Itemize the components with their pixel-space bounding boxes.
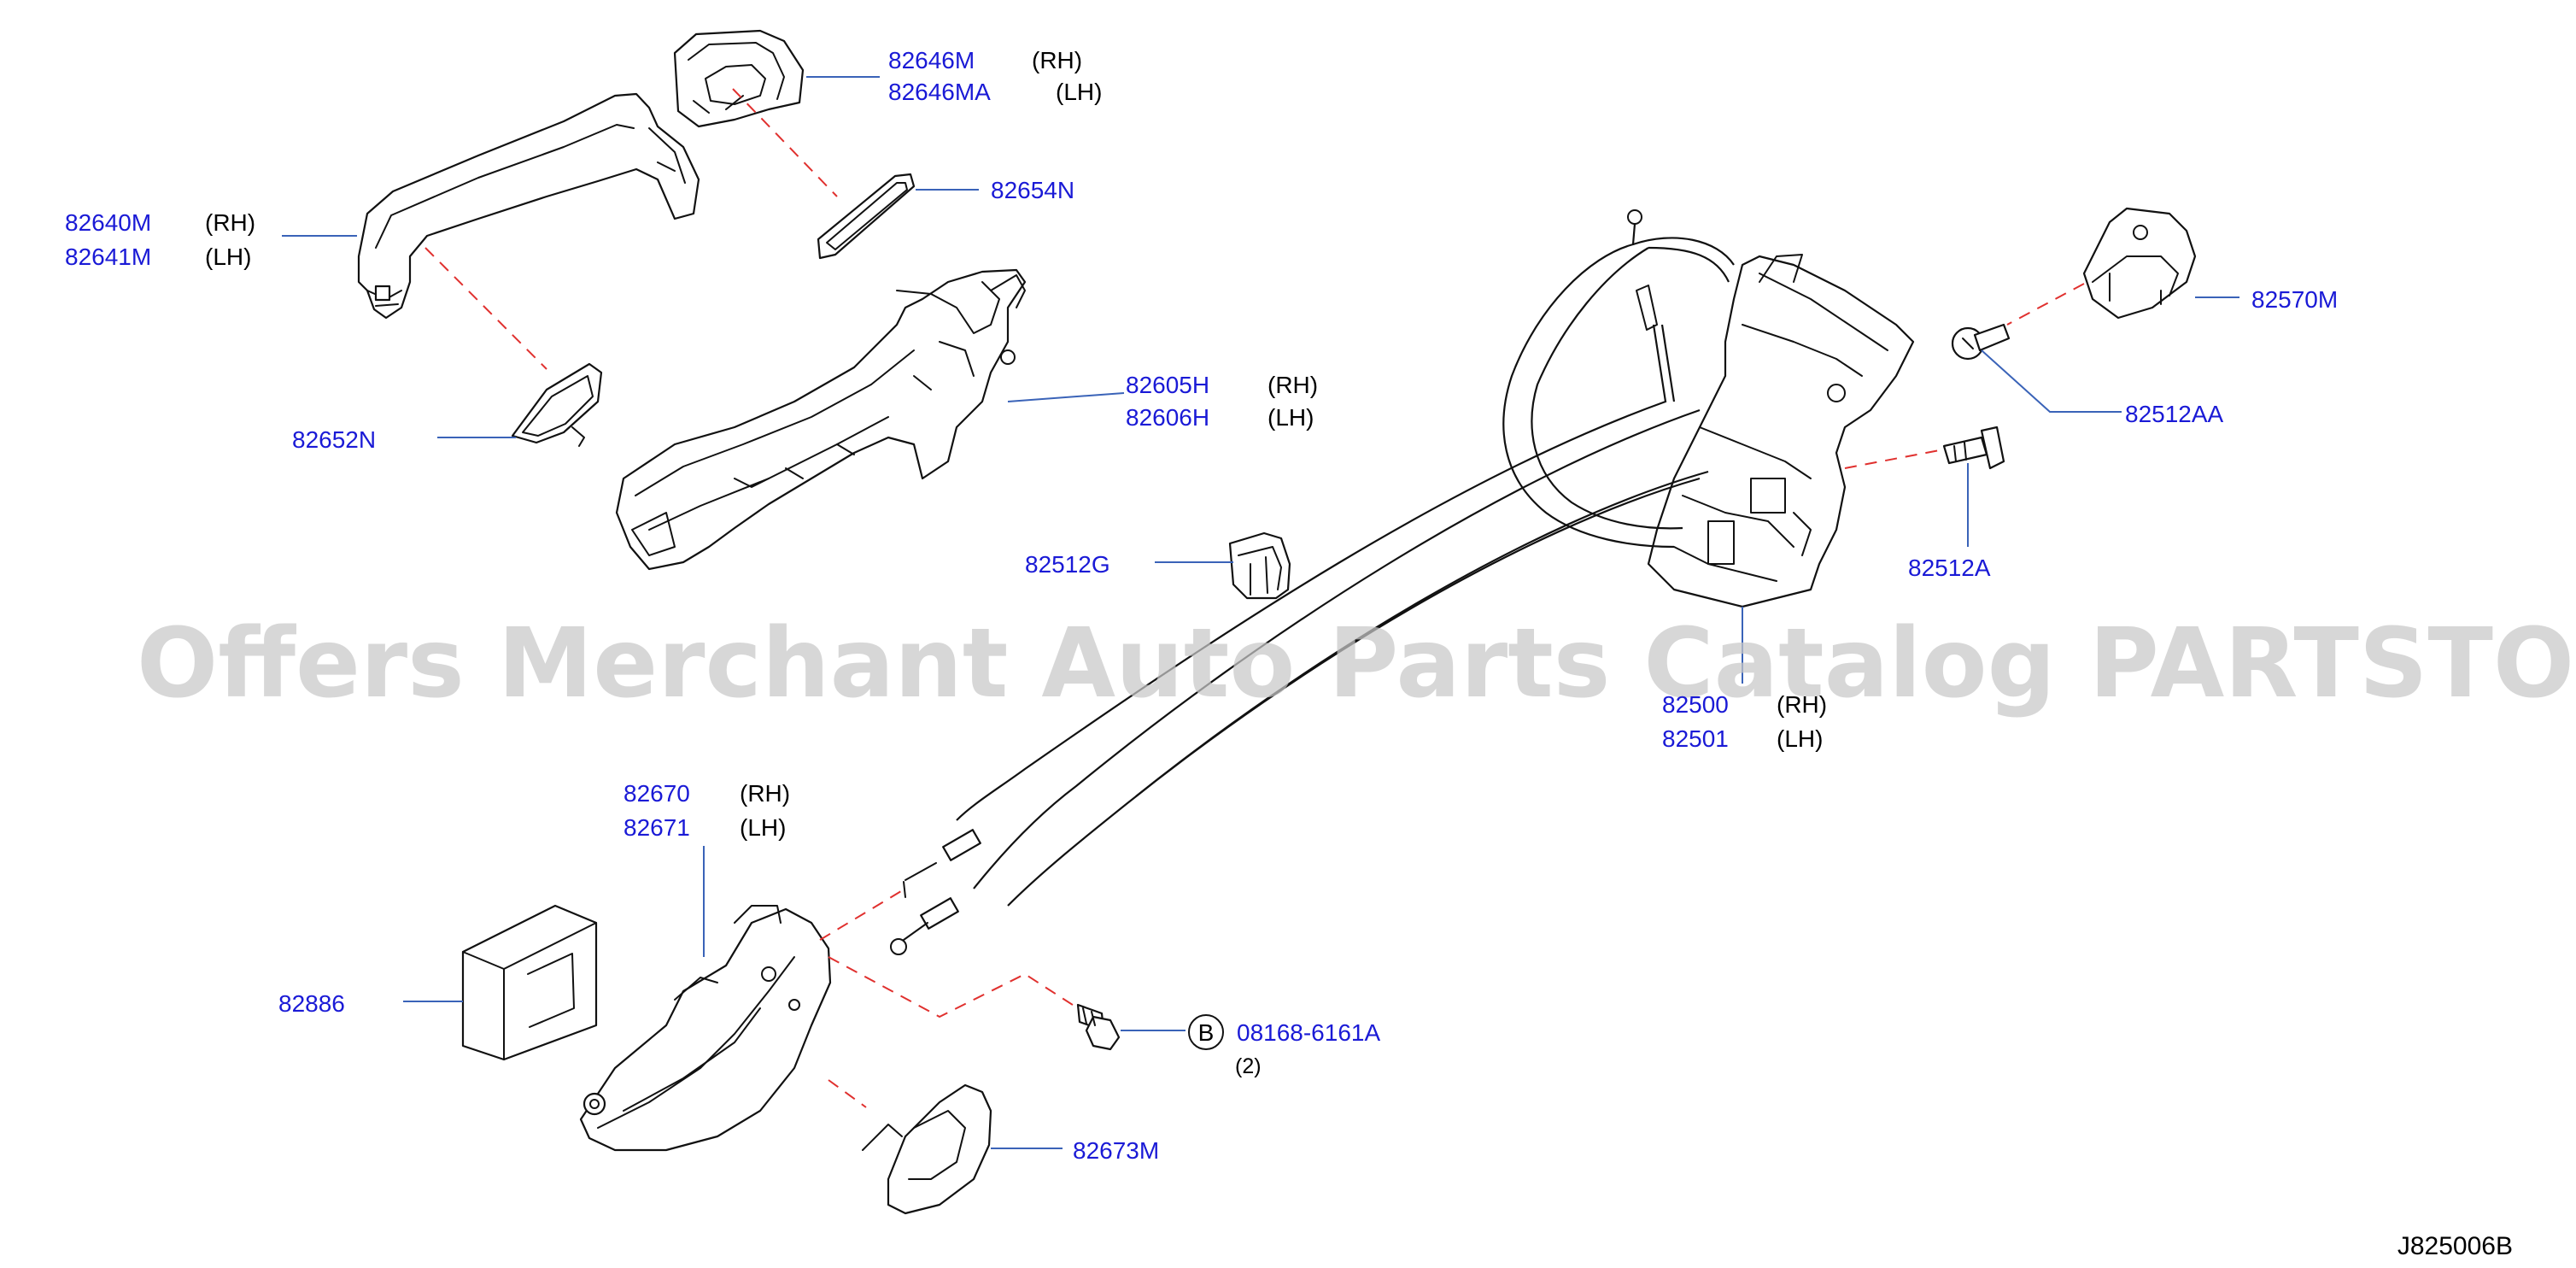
part-number-82671[interactable]: 82671	[624, 814, 690, 841]
part-number-82500[interactable]: 82500	[1662, 691, 1729, 718]
callout-labels: 82646M (RH) 82646MA (LH) 82654N 82640M (…	[65, 47, 2513, 1260]
side-82671: (LH)	[740, 814, 786, 841]
part-number-08168-6161a[interactable]: 08168-6161A	[1237, 1019, 1380, 1046]
gasket-82654n-drawing	[817, 173, 916, 260]
screw-82512a-drawing	[1942, 426, 2005, 470]
part-number-82606h[interactable]: 82606H	[1126, 404, 1209, 431]
diagram-code: J825006B	[2397, 1232, 2513, 1260]
part-number-82646ma[interactable]: 82646MA	[888, 79, 991, 105]
part-number-82501[interactable]: 82501	[1662, 725, 1729, 752]
part-number-82654n[interactable]: 82654N	[991, 177, 1074, 203]
side-82605h: (RH)	[1268, 372, 1318, 398]
side-82646m: (RH)	[1032, 47, 1082, 73]
bolt-quantity: (2)	[1235, 1054, 1262, 1078]
part-number-82646m[interactable]: 82646M	[888, 47, 975, 73]
gasket-82652n-drawing	[511, 362, 603, 447]
bolt-08168-drawing	[1076, 1003, 1121, 1051]
part-number-82641m[interactable]: 82641M	[65, 244, 151, 270]
clip-82512g-drawing	[1228, 531, 1291, 600]
part-number-82570m[interactable]: 82570M	[2251, 286, 2338, 313]
handle-bracket-drawing	[615, 268, 1027, 571]
leader-lines	[282, 76, 2239, 1149]
part-number-82605h[interactable]: 82605H	[1126, 372, 1209, 398]
part-number-82652n[interactable]: 82652N	[292, 426, 376, 453]
dashed-alignment-lines	[424, 88, 2085, 1108]
door-striker-drawing	[2082, 207, 2197, 320]
lock-rod-cables-drawing	[890, 324, 1709, 955]
spacer-block-drawing	[461, 904, 598, 1061]
part-number-82640m[interactable]: 82640M	[65, 209, 151, 236]
lock-loop-cable-drawing	[1502, 209, 1735, 549]
side-82641m: (LH)	[205, 244, 251, 270]
handle-escutcheon-drawing	[673, 29, 805, 128]
side-82501: (LH)	[1777, 725, 1823, 752]
screw-82512aa-drawing	[1951, 323, 2011, 361]
part-number-82512a[interactable]: 82512A	[1908, 555, 1991, 581]
part-number-82673m[interactable]: 82673M	[1073, 1137, 1159, 1164]
outside-handle-drawing	[357, 92, 700, 320]
part-number-82886[interactable]: 82886	[278, 990, 345, 1017]
handle-cover-drawing	[862, 1083, 992, 1215]
part-number-82670[interactable]: 82670	[624, 780, 690, 807]
bolt-marker-letter: B	[1198, 1019, 1215, 1046]
watermark-text: Offers Merchant Auto Parts Catalog PARTS…	[137, 608, 2576, 719]
inside-handle-drawing	[579, 905, 832, 1152]
side-82640m: (RH)	[205, 209, 255, 236]
part-number-82512g[interactable]: 82512G	[1025, 551, 1110, 578]
bolt-marker-circle	[1188, 1014, 1224, 1050]
side-82500: (RH)	[1777, 691, 1827, 718]
side-82606h: (LH)	[1268, 404, 1314, 431]
door-lock-actuator-drawing	[1647, 254, 1915, 608]
side-82646ma: (LH)	[1056, 79, 1102, 105]
part-number-82512aa[interactable]: 82512AA	[2125, 401, 2224, 427]
side-82670: (RH)	[740, 780, 790, 807]
